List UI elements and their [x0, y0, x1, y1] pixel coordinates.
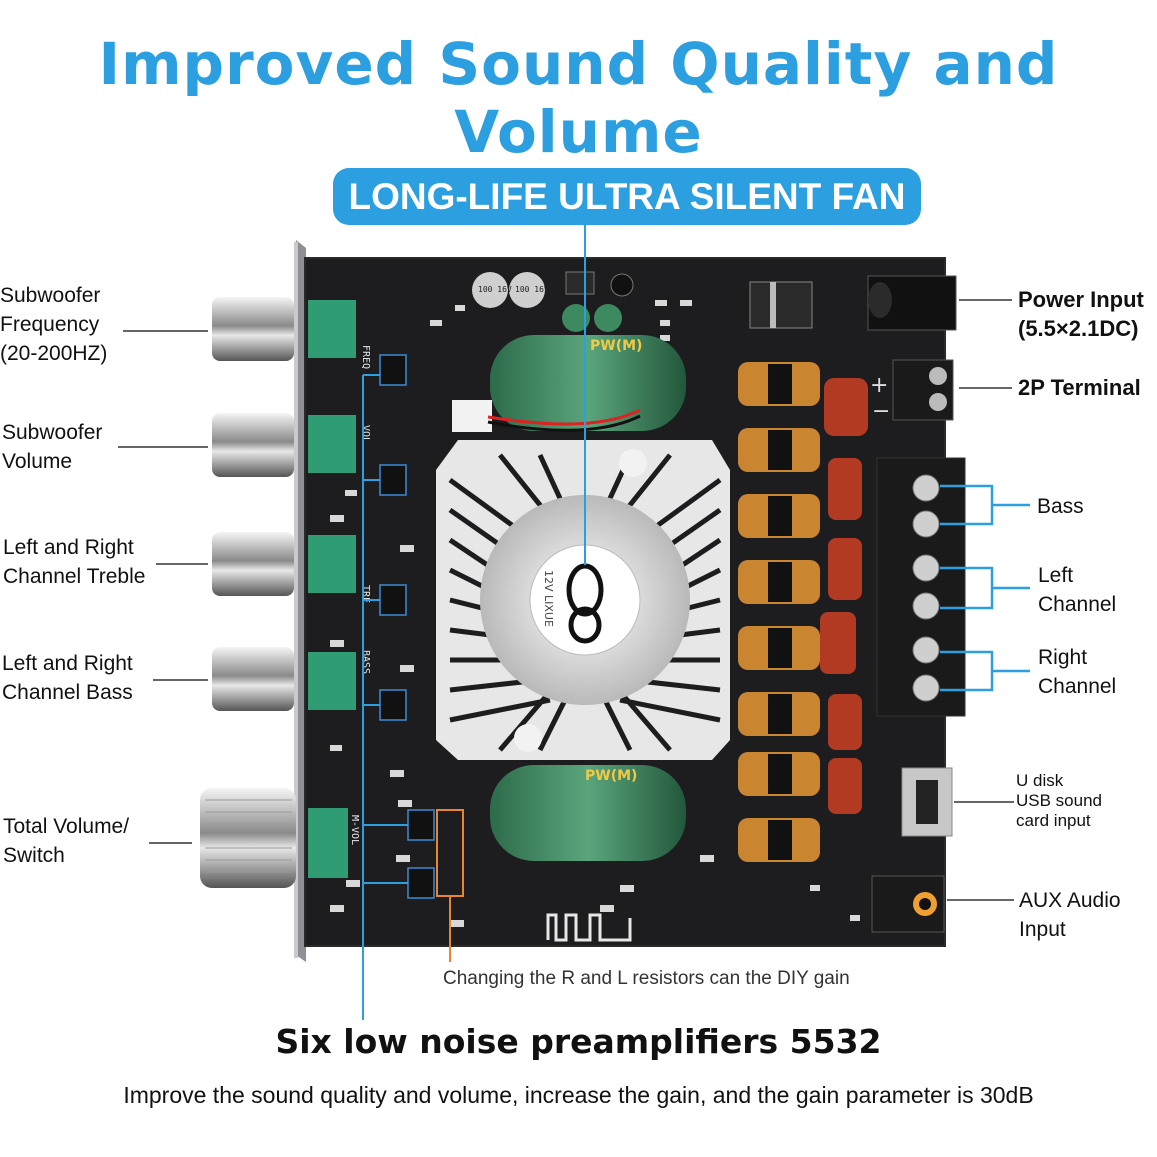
label-usb-input: U disk USB sound card input: [1016, 771, 1102, 831]
channel-brackets: [940, 484, 1030, 692]
film-capacitors: [820, 378, 868, 814]
label-line: AUX Audio: [1019, 889, 1121, 912]
dc-jack: [867, 275, 957, 331]
two-pin-terminal: [892, 359, 954, 421]
label-line: Volume: [2, 450, 73, 473]
potentiometers: [308, 300, 356, 878]
knob-label-freq: FREQ: [360, 345, 371, 369]
page-title: Improved Sound Quality and Volume: [98, 30, 1059, 166]
preamp-title: Six low noise preamplifiers 5532: [275, 1022, 882, 1061]
label-line: Channel Treble: [3, 565, 146, 588]
fan-badge: LONG-LIFE ULTRA SILENT FAN: [333, 168, 921, 225]
label-line: U disk: [1016, 771, 1064, 790]
label-left-channel: Left Channel: [1038, 561, 1116, 619]
label-line: (5.5×2.1DC): [1018, 316, 1139, 341]
label-line: card input: [1016, 811, 1091, 830]
label-line: Left and Right: [2, 652, 133, 675]
label-2p-terminal: 2P Terminal: [1018, 375, 1141, 400]
label-line: Channel: [1038, 675, 1117, 698]
speaker-terminal-block: [876, 457, 966, 717]
label-total-volume: Total Volume/ Switch: [3, 812, 129, 870]
label-line: Subwoofer: [0, 284, 101, 307]
terminal-plus: +: [870, 373, 888, 398]
label-right-channel: Right Channel: [1038, 643, 1116, 701]
label-line: USB sound: [1016, 791, 1102, 810]
label-line: Right: [1038, 646, 1088, 669]
label-line: Channel Bass: [2, 681, 133, 704]
bulk-capacitors: [490, 335, 686, 861]
label-subwoofer-volume: Subwoofer Volume: [2, 418, 102, 476]
cap-marking-1: 100 16V: [478, 285, 512, 294]
inductors: [738, 362, 820, 862]
terminal-minus: −: [872, 399, 890, 424]
label-aux-input: AUX Audio Input: [1019, 886, 1121, 944]
label-line: Channel: [1038, 593, 1117, 616]
usb-port: [901, 767, 953, 837]
label-line: Left and Right: [3, 536, 134, 559]
label-bass-knob: Left and Right Channel Bass: [2, 649, 133, 707]
preamp-callout-lines: [362, 374, 408, 1020]
callout-lines: [118, 299, 1014, 901]
label-power-input: Power Input (5.5×2.1DC): [1018, 285, 1144, 343]
label-line: (20-200HZ): [0, 342, 108, 365]
label-line: Frequency: [0, 313, 100, 336]
label-subwoofer-frequency: Subwoofer Frequency (20-200HZ): [0, 281, 107, 368]
label-bass-output: Bass: [1037, 495, 1084, 518]
diode: [749, 281, 813, 329]
fan-logo: [566, 563, 604, 644]
label-line: Subwoofer: [2, 421, 103, 444]
label-line: Left: [1038, 564, 1074, 587]
cap-marking-bottom: PW(M): [585, 768, 637, 784]
knobs: [200, 297, 296, 888]
heatsink: [436, 440, 730, 760]
fan-badge-label: LONG-LIFE ULTRA SILENT FAN: [348, 175, 906, 217]
label-line: Switch: [3, 844, 65, 867]
aux-jack: [871, 875, 945, 933]
gain-note: Changing the R and L resistors can the D…: [443, 968, 850, 989]
knob-label-bass: BASS: [360, 650, 371, 674]
cap-marking-top: PW(M): [590, 338, 642, 354]
small-capacitors: [472, 271, 634, 332]
knob-label-vol: VOL: [360, 425, 371, 443]
label-line: Input: [1019, 918, 1066, 941]
fan-marking: 12V LIXUE: [542, 570, 555, 627]
front-panel: [294, 240, 306, 962]
knob-label-mvol: M-VOL: [349, 815, 360, 845]
preamp-description: Improve the sound quality and volume, in…: [123, 1082, 1034, 1108]
cap-marking-2: 100 16V: [515, 285, 549, 294]
knob-label-tre: TRE: [360, 585, 371, 603]
label-treble: Left and Right Channel Treble: [3, 533, 145, 591]
label-line: Total Volume/: [3, 815, 130, 838]
preamp-chips: [379, 354, 435, 899]
antenna-trace: [546, 913, 632, 942]
label-line: Power Input: [1018, 287, 1144, 312]
